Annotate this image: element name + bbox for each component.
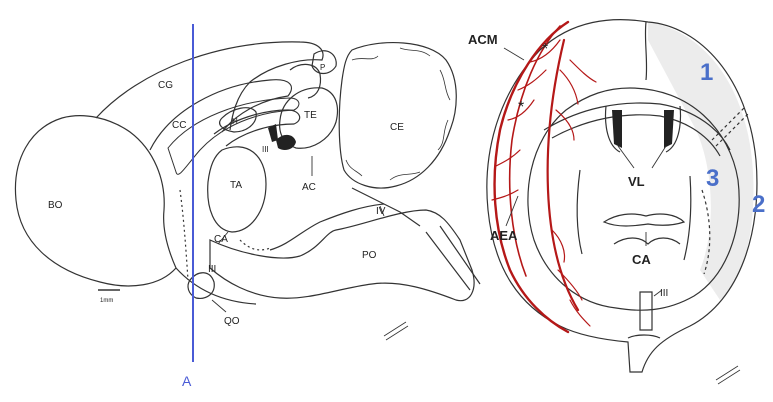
- label-ce: CE: [390, 122, 404, 133]
- region-number-1: 1: [700, 59, 713, 86]
- label-scale: 1mm: [100, 298, 113, 304]
- label-qo: QO: [224, 316, 240, 327]
- label-iv: IV: [376, 206, 386, 217]
- label-h: H: [232, 117, 238, 126]
- label-aea: AEA: [490, 228, 518, 243]
- label-iii-arrow: III: [262, 145, 269, 154]
- label-ca-coronal: CA: [632, 252, 651, 267]
- label-vl: VL: [628, 174, 645, 189]
- section-line-label: A: [182, 373, 192, 389]
- label-te: TE: [304, 110, 317, 121]
- label-ta: TA: [230, 180, 242, 191]
- star-marker-1: *: [542, 41, 548, 58]
- label-acm: ACM: [468, 32, 498, 47]
- label-iii: III: [208, 264, 216, 275]
- label-ac: AC: [302, 182, 316, 193]
- label-bo: BO: [48, 200, 63, 211]
- label-po: PO: [362, 250, 377, 261]
- label-cg: CG: [158, 80, 173, 91]
- region-number-3: 3: [706, 165, 719, 192]
- label-cc: CC: [172, 120, 186, 131]
- label-iii-coronal: III: [660, 288, 668, 299]
- label-ca: CA: [214, 234, 228, 245]
- star-marker-2: *: [518, 99, 524, 116]
- label-p: P: [320, 63, 325, 72]
- region-number-2: 2: [752, 191, 765, 218]
